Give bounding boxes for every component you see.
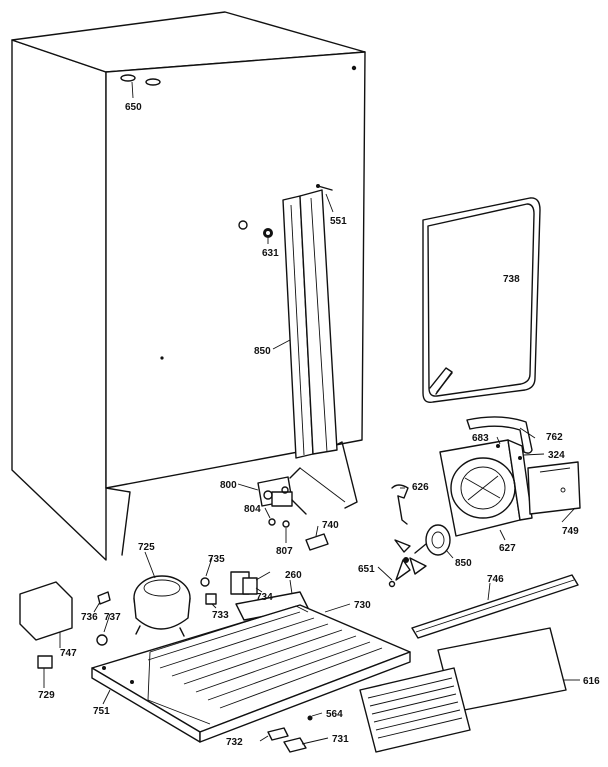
label-683: 683 [472,433,489,444]
rail-746 [411,574,579,639]
fan-housing [439,439,533,537]
relay [230,571,309,621]
label-746: 746 [487,574,504,585]
compressor [133,575,217,637]
door-gasket [422,197,541,403]
label-725: 725 [138,542,155,553]
cover-749 [527,461,581,515]
bracket-626 [391,484,409,525]
label-800: 800 [220,480,237,491]
duct-762 [466,416,533,454]
label-650: 650 [125,102,142,113]
grille [359,627,567,753]
clip-740 [305,533,329,551]
label-736: 736 [81,612,98,623]
label-626: 626 [412,482,429,493]
label-850-divider: 850 [254,346,271,357]
label-730: 730 [354,600,371,611]
label-732: 732 [226,737,243,748]
part-labels: 650 551 631 850 738 683 762 324 800 626 … [38,102,600,748]
label-740: 740 [322,520,339,531]
water-valve [257,467,307,528]
fan-motor [388,524,451,588]
label-762: 762 [546,432,563,443]
label-631: 631 [262,248,279,259]
label-738: 738 [503,274,520,285]
label-260: 260 [285,570,302,581]
leader-lines [43,81,580,745]
label-564: 564 [326,709,343,720]
label-551: 551 [330,216,347,227]
label-807: 807 [276,546,293,557]
label-731: 731 [332,734,349,745]
label-729: 729 [38,690,55,701]
label-616: 616 [583,676,600,687]
small-parts-bottom [267,715,313,753]
label-733: 733 [212,610,229,621]
label-324: 324 [548,450,565,461]
label-735: 735 [208,554,225,565]
label-751: 751 [93,706,110,717]
small-parts-left [19,581,111,669]
label-651: 651 [358,564,375,575]
label-734: 734 [256,592,273,603]
label-749: 749 [562,526,579,537]
label-627: 627 [499,543,516,554]
label-747: 747 [60,648,77,659]
cabinet [11,11,366,561]
label-737: 737 [104,612,121,623]
condenser-base [91,604,411,743]
label-850-motor: 850 [455,558,472,569]
label-804: 804 [244,504,261,515]
